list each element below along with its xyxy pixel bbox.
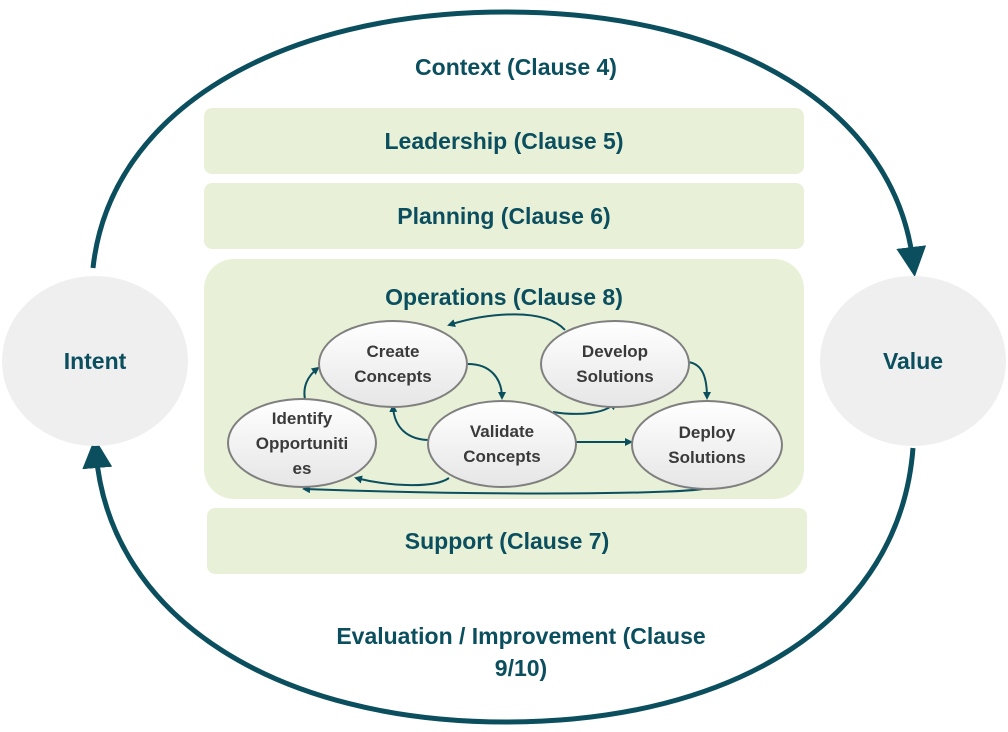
- node-deploy-line2: Solutions: [668, 448, 746, 467]
- node-validate-line1: Validate: [469, 422, 535, 441]
- node-create-line2: Concepts: [354, 367, 432, 386]
- intent-circle: Intent: [2, 276, 188, 446]
- arrow-develop-to-create: [447, 313, 566, 331]
- support-label: Support (Clause 7): [404, 528, 610, 554]
- node-identify-line2: Opportuniti: [255, 433, 349, 453]
- node-deploy-line1: Deploy: [678, 423, 736, 442]
- evaluation-label-line2: 9/10): [494, 655, 548, 681]
- node-create-concepts: Create Concepts: [318, 320, 468, 408]
- planning-label: Planning (Clause 6): [397, 203, 611, 229]
- planning-band: Planning (Clause 6): [204, 183, 804, 249]
- intent-label: Intent: [63, 348, 127, 374]
- arrow-develop-to-deploy: [687, 361, 711, 400]
- node-deploy-solutions: Deploy Solutions: [631, 400, 783, 490]
- context-label: Context (Clause 4): [415, 54, 617, 80]
- node-develop-solutions: Develop Solutions: [540, 320, 690, 408]
- value-circle: Value: [820, 276, 1006, 446]
- operations-label: Operations (Clause 8): [385, 284, 623, 310]
- support-band: Support (Clause 7): [207, 508, 807, 574]
- node-develop-line2: Solutions: [576, 367, 654, 386]
- arrow-create-to-validate: [467, 363, 506, 400]
- top-cycle-arc: [90, 9, 927, 277]
- bottom-cycle-arc: [82, 438, 916, 725]
- node-identify-line3: es: [292, 458, 312, 478]
- node-validate-line2: Concepts: [463, 447, 541, 466]
- leadership-label: Leadership (Clause 5): [384, 128, 624, 154]
- evaluation-label-line1: Evaluation / Improvement (Clause: [336, 623, 706, 649]
- leadership-band: Leadership (Clause 5): [204, 108, 804, 174]
- node-validate-concepts: Validate Concepts: [427, 400, 577, 488]
- node-identify-opportunities: Identify Opportuniti es: [227, 398, 377, 488]
- evaluation-label: Evaluation / Improvement (Clause 9/10): [0, 620, 1008, 684]
- node-identify-line1: Identify: [271, 408, 333, 428]
- arrow-deploy-to-identify: [302, 485, 708, 495]
- arrow-validate-to-identify: [354, 475, 450, 487]
- node-develop-line1: Develop: [581, 342, 649, 361]
- arrow-validate-to-create: [389, 404, 431, 441]
- value-label: Value: [882, 348, 944, 374]
- node-create-line1: Create: [366, 342, 420, 361]
